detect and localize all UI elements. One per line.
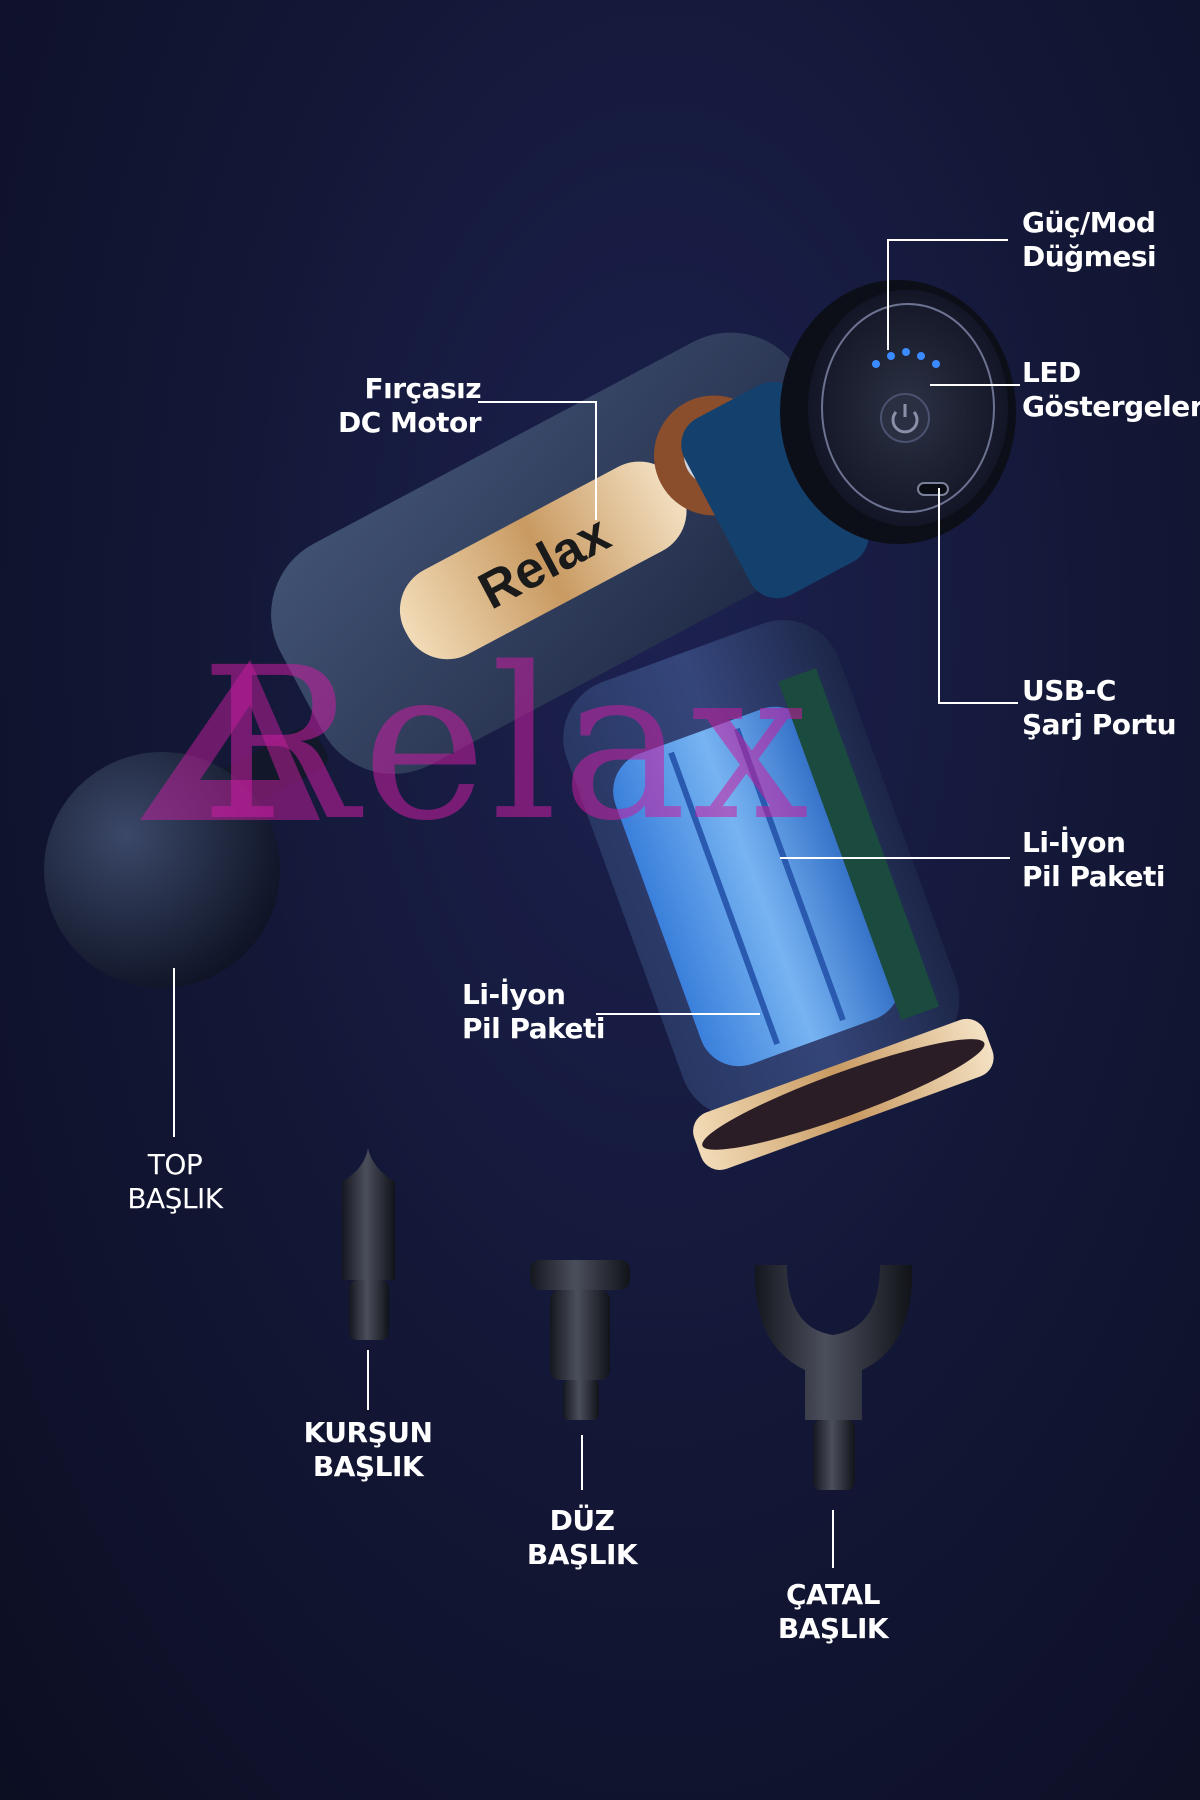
bullet-attachment: [342, 1148, 395, 1340]
led-dots-icon: [872, 348, 940, 368]
flat-attachment: [530, 1260, 630, 1420]
fork-attachment: [754, 1265, 913, 1490]
circuit-board: [778, 668, 940, 1021]
watermark-text: Relax: [200, 622, 814, 867]
watermark-logo: [140, 660, 320, 820]
power-icon: [880, 393, 930, 443]
usb-port-icon: [917, 482, 949, 496]
back-cap: [780, 280, 1016, 544]
control-board: [681, 381, 869, 599]
leader-lines: [173, 239, 1020, 1568]
relax-label-plate: [399, 461, 687, 660]
handle: [563, 620, 994, 1170]
